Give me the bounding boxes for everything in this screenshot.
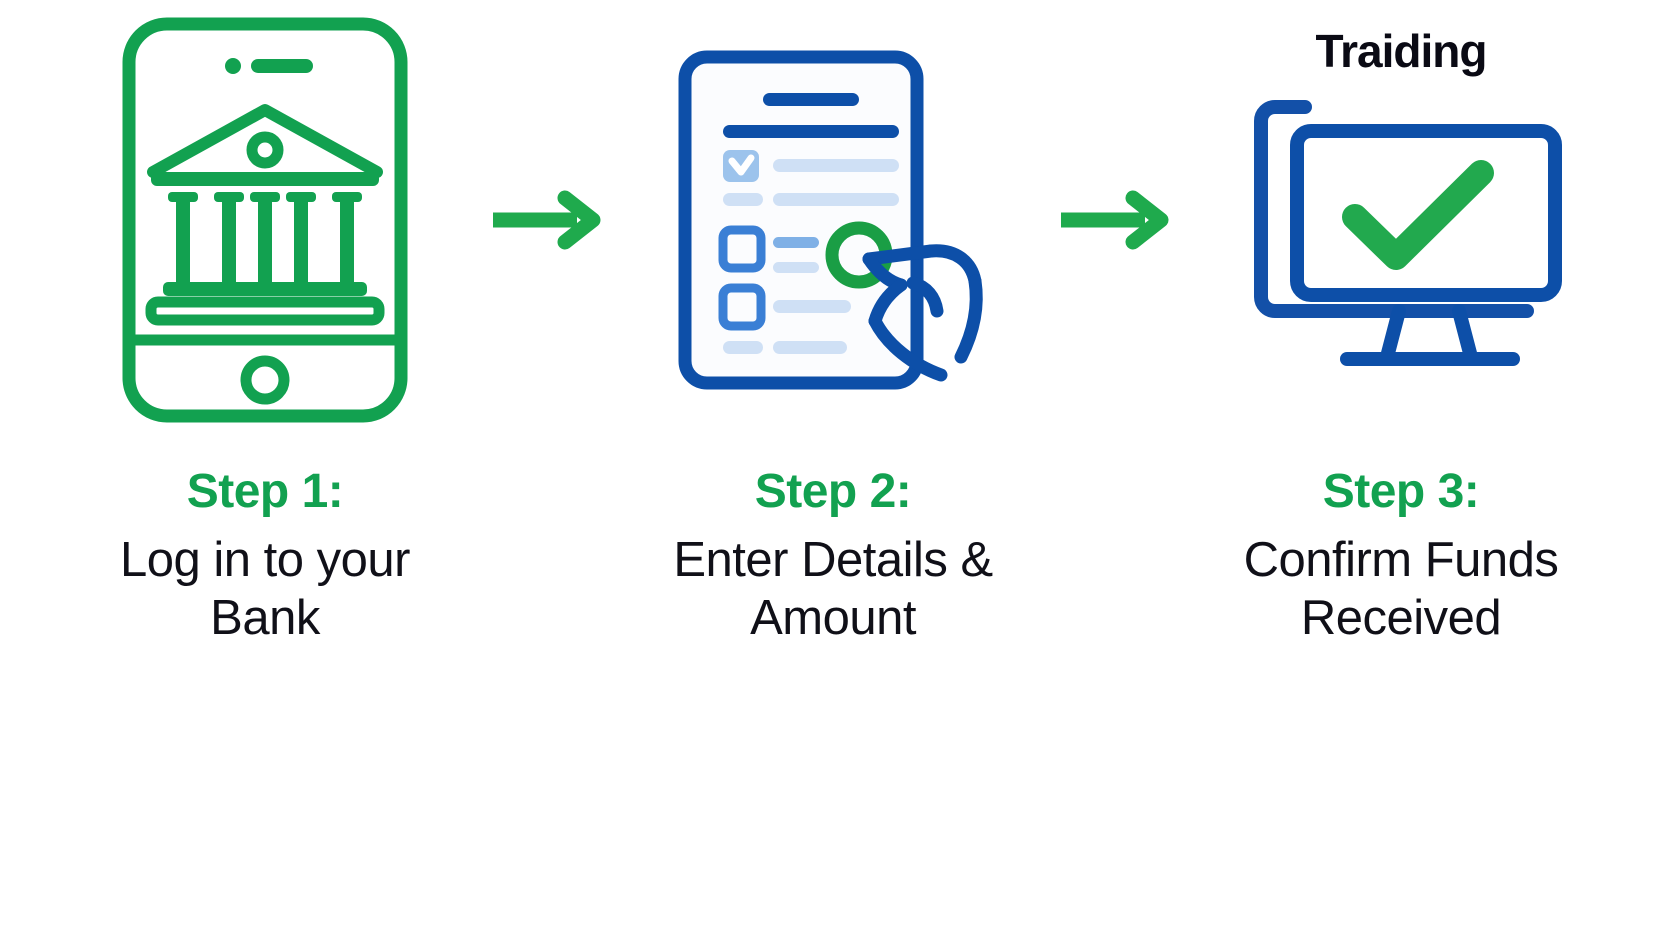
- form-checklist-tap-icon: [678, 50, 983, 390]
- monitor-checkmark-icon: [1254, 100, 1562, 366]
- step-1-artwork: [45, 0, 485, 440]
- step-1-description: Log in to your Bank: [120, 533, 410, 645]
- step-2-title: Step 2:: [754, 465, 912, 518]
- arrow-right-icon: [1061, 190, 1169, 250]
- step-1-caption: Step 1: Log in to your Bank: [65, 468, 465, 648]
- step-card-3: Traiding Step 3: Confirm Funds: [1181, 0, 1621, 648]
- screen-label: Traiding: [1315, 25, 1488, 77]
- step-2-artwork: [613, 0, 1053, 440]
- arrow-slot-2: [1053, 0, 1181, 440]
- mobile-phone-bank-icon: [122, 17, 408, 423]
- step-3-description: Confirm Funds Received: [1243, 533, 1559, 645]
- monitor-outer-frame: [1254, 100, 1534, 318]
- pointing-hand-icon: [862, 244, 983, 382]
- step-3-caption: Step 3: Confirm Funds Received: [1201, 468, 1601, 648]
- check-icon: [1342, 160, 1494, 270]
- step-2-caption: Step 2: Enter Details & Amount: [633, 468, 1033, 648]
- step-2-description: Enter Details & Amount: [673, 533, 993, 645]
- arrow-right-icon: [493, 190, 601, 250]
- step-card-2: Step 2: Enter Details & Amount: [613, 0, 1053, 648]
- step-3-artwork: Traiding: [1181, 0, 1621, 440]
- steps-row: Step 1: Log in to your Bank: [45, 0, 1621, 648]
- step-card-1: Step 1: Log in to your Bank: [45, 0, 485, 648]
- step-1-title: Step 1:: [186, 465, 344, 518]
- step-3-title: Step 3:: [1322, 465, 1480, 518]
- arrow-slot-1: [485, 0, 613, 440]
